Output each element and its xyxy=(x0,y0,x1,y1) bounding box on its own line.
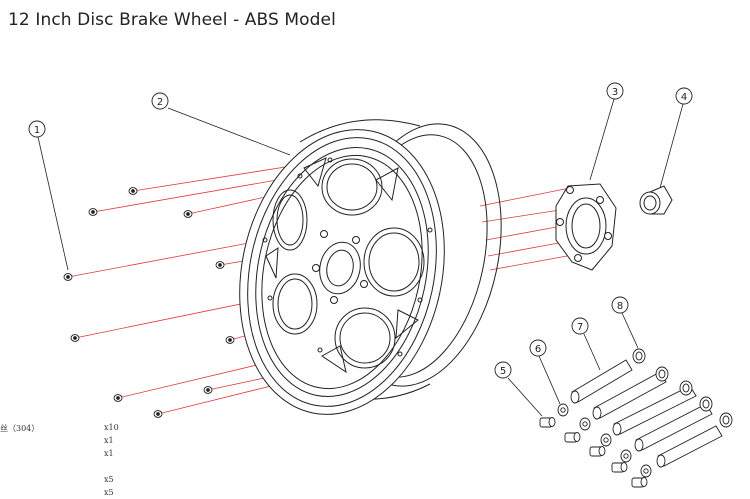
part-qty: x1 xyxy=(104,449,114,458)
parts-list: 丝（304） x10 x1 x1 x5 x5 xyxy=(0,423,140,499)
bolt-icon xyxy=(564,432,581,443)
wheel-triangle-cutout xyxy=(321,345,347,374)
spacer-icon xyxy=(570,359,633,404)
callout-2: 2 xyxy=(151,92,169,110)
screw-set-left xyxy=(63,187,235,418)
screw-icon xyxy=(225,336,235,344)
spacer-icon xyxy=(592,371,667,420)
wheel-cutout xyxy=(326,163,378,211)
washer-icon xyxy=(679,380,693,396)
part-qty: x1 xyxy=(104,436,114,445)
wheel-cutout xyxy=(339,312,391,364)
nut-icon xyxy=(600,433,612,447)
spacer-icon xyxy=(656,425,723,468)
screw-icon xyxy=(63,273,73,281)
explode-line xyxy=(479,187,571,207)
bearing-cap xyxy=(639,185,673,215)
wheel-triangle-cutout xyxy=(303,157,327,188)
callout-number: 6 xyxy=(535,344,541,355)
disc-adapter xyxy=(555,183,617,271)
bolt-icon xyxy=(611,462,628,473)
callout-7: 7 xyxy=(571,317,589,335)
part-name: 丝（304） xyxy=(0,424,40,433)
callout-1: 1 xyxy=(28,120,46,138)
washer-icon xyxy=(719,412,733,428)
bolt-icon xyxy=(589,446,606,457)
screw-icon xyxy=(128,187,138,195)
callout-3: 3 xyxy=(606,82,624,100)
callout-number: 1 xyxy=(34,125,40,136)
explode-line xyxy=(74,297,271,339)
wheel-cutout xyxy=(272,273,318,335)
callout-number: 8 xyxy=(617,301,623,312)
washer-icon xyxy=(699,396,713,412)
screw-icon xyxy=(215,261,225,269)
bolt-icon xyxy=(539,417,556,428)
part-qty: x5 xyxy=(104,475,114,484)
nut-icon xyxy=(640,464,652,478)
wheel-cutout xyxy=(277,278,313,330)
wheel-hub xyxy=(319,241,361,295)
wheel-cutout xyxy=(368,232,420,292)
washer-icon xyxy=(632,348,646,364)
wheel-cutout xyxy=(276,194,304,246)
callout-number: 4 xyxy=(681,92,687,103)
explode-line xyxy=(92,175,301,213)
wheel-cutout xyxy=(334,307,396,369)
callout-8: 8 xyxy=(611,296,629,314)
explode-line xyxy=(481,209,561,223)
callout-number: 5 xyxy=(500,366,506,377)
screw-icon xyxy=(88,208,98,216)
nut-icon xyxy=(620,449,632,463)
callout-number: 3 xyxy=(612,87,618,98)
wheel-triangle-cutout xyxy=(395,309,419,340)
screw-icon xyxy=(153,410,163,418)
screw-icon xyxy=(203,386,213,394)
bolt-set-5 xyxy=(539,417,648,488)
spacer-icon xyxy=(634,403,713,452)
wheel-triangle-cutout xyxy=(265,247,279,279)
callout-5: 5 xyxy=(494,361,512,379)
screw-icon xyxy=(113,394,123,402)
washer-icon xyxy=(655,366,669,382)
explode-line xyxy=(67,239,266,278)
callout-number: 7 xyxy=(577,322,583,333)
part-qty: x10 xyxy=(104,423,119,432)
nut-icon xyxy=(579,417,591,431)
leader-lines xyxy=(37,98,684,417)
callout-number: 2 xyxy=(157,97,163,108)
callout-6: 6 xyxy=(529,339,547,357)
wheel-cutout xyxy=(272,189,308,251)
washer-set-8 xyxy=(632,348,733,428)
part-qty: x5 xyxy=(104,488,114,497)
spacer-icon xyxy=(612,385,697,436)
page-title: 12 Inch Disc Brake Wheel - ABS Model xyxy=(8,10,336,30)
callout-4: 4 xyxy=(675,87,693,105)
bolt-icon xyxy=(631,477,648,488)
screw-icon xyxy=(70,334,80,342)
nut-set-6 xyxy=(557,403,652,478)
nut-icon xyxy=(557,403,569,417)
spacer-set-7 xyxy=(570,359,723,468)
wheel-rim xyxy=(239,119,502,415)
wheel-triangle-cutout xyxy=(375,167,399,202)
explode-line xyxy=(485,225,563,241)
screw-icon xyxy=(183,210,193,218)
wheel-cutout xyxy=(363,227,425,297)
